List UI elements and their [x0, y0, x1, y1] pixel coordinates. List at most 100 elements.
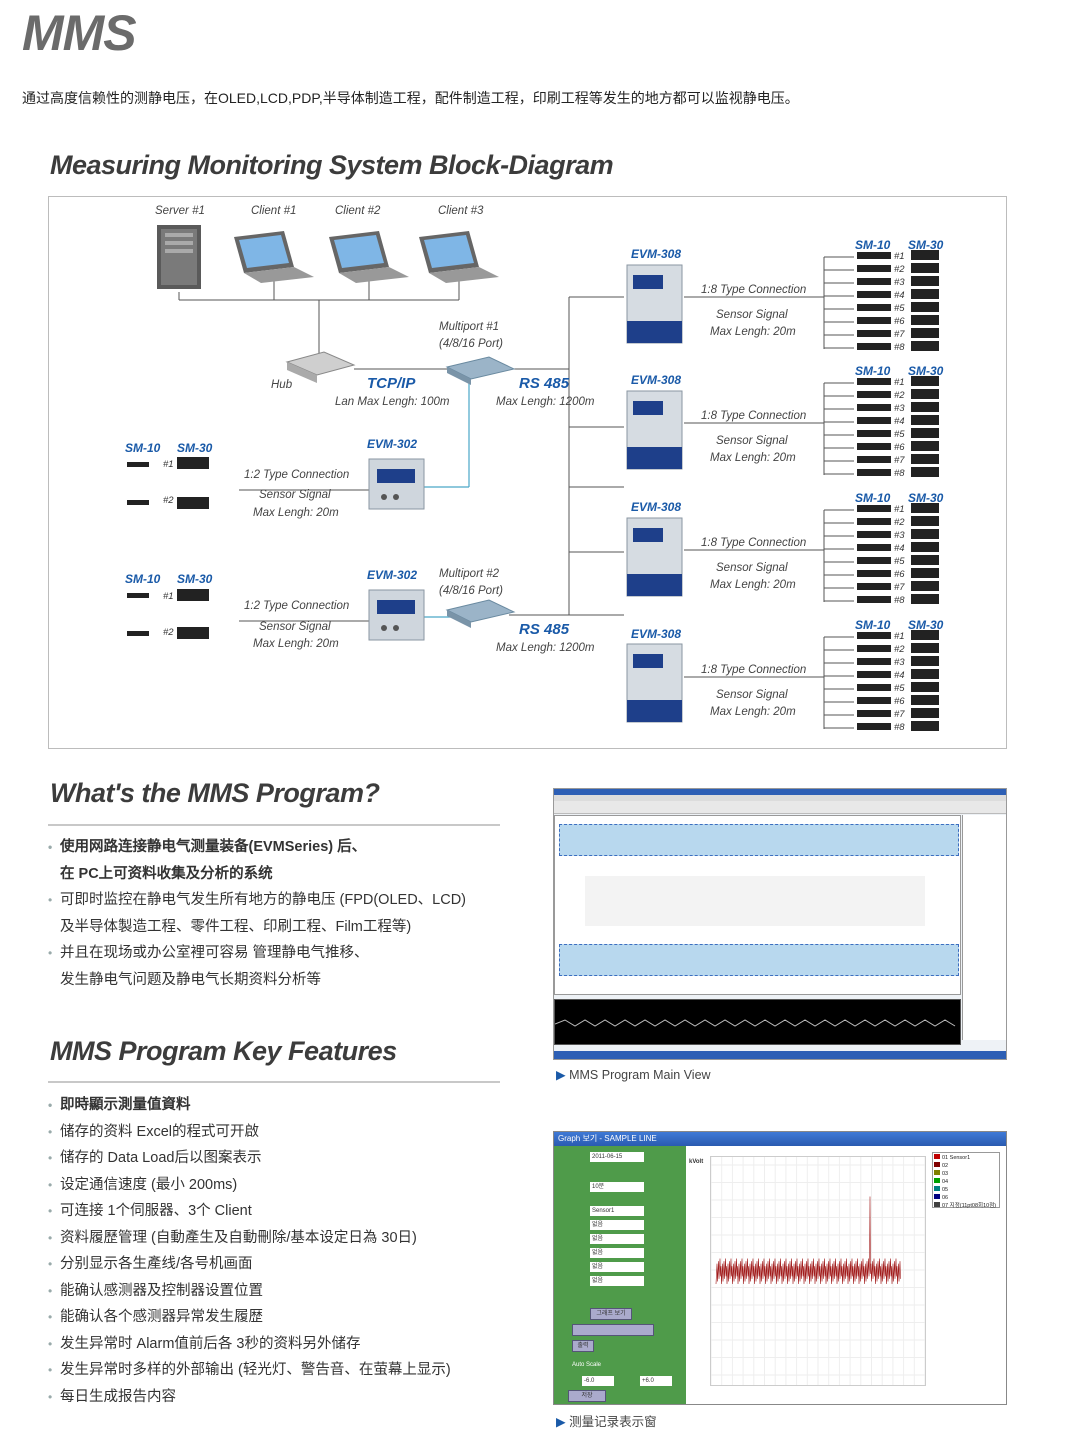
- legend-entry: 03: [934, 1170, 998, 1178]
- sm10-sensor-icon: [857, 596, 891, 603]
- sm30-sensor-icon: [911, 341, 939, 351]
- print-button[interactable]: 출력: [572, 1340, 594, 1352]
- port-label: #5: [894, 683, 905, 694]
- interval-field[interactable]: 10분: [590, 1182, 644, 1192]
- sensor-select-2[interactable]: 없음: [590, 1220, 644, 1230]
- port-label: #3: [894, 530, 905, 541]
- sensor-select-6[interactable]: 없음: [590, 1276, 644, 1286]
- sm30-label: SM-30: [908, 364, 944, 378]
- sm10-sensor-icon: [857, 404, 891, 411]
- sm30-label: SM-30: [177, 572, 213, 586]
- caption-main-view: ▶ MMS Program Main View: [556, 1068, 711, 1082]
- sm30-sensor-icon: [911, 669, 939, 679]
- program-list-item: •可即时监控在静电气发生所有地方的静电压 (FPD(OLED、LCD): [48, 892, 467, 908]
- port-label: #7: [894, 709, 905, 720]
- sensor-length-label: Max Lengh: 20m: [710, 452, 796, 464]
- feature-list-item: •每日生成报告内容: [48, 1388, 176, 1405]
- playback-controls[interactable]: [572, 1324, 654, 1336]
- server-icon: [157, 225, 201, 289]
- save-button[interactable]: 저장: [568, 1390, 606, 1402]
- sm30-sensor-icon: [911, 542, 939, 552]
- laptop-icon: [329, 231, 409, 283]
- program-list-item: •使用网路连接静电气测量装备(EVMSeries) 后、: [48, 839, 367, 855]
- sm30-sensor-icon: [911, 467, 939, 477]
- sm10-sensor-icon: [857, 583, 891, 590]
- sm30-sensor-icon: [911, 263, 939, 273]
- divider: [48, 824, 500, 826]
- port-label: #2: [894, 644, 905, 655]
- conn12-label: 1:2 Type Connection: [244, 469, 350, 481]
- sm30-sensor-icon: [911, 415, 939, 425]
- port-label: #5: [894, 429, 905, 440]
- lan-length-label: Lan Max Lengh: 100m: [335, 396, 450, 408]
- multiport2-label: Multiport #2: [439, 568, 500, 580]
- sm10-sensor-icon: [857, 544, 891, 551]
- evm308-label: EVM-308: [631, 247, 682, 261]
- sm10-sensor-icon: [857, 697, 891, 704]
- port-label: #1: [894, 377, 905, 388]
- laptop-icon: [234, 231, 314, 283]
- port-1-label: #1: [163, 591, 174, 602]
- sm10-sensor-icon: [857, 330, 891, 337]
- port-label: #3: [894, 403, 905, 414]
- date-field[interactable]: 2011-06-15: [590, 1152, 644, 1162]
- sm10-label: SM-10: [855, 618, 891, 632]
- sm10-sensor-icon: [857, 252, 891, 259]
- sm10-sensor-icon: [857, 443, 891, 450]
- sm30-sensor-icon: [911, 276, 939, 286]
- sm10-sensor-icon: [857, 291, 891, 298]
- sensor-length-label: Max Lengh: 20m: [710, 706, 796, 718]
- rs485-label: RS 485: [519, 375, 570, 392]
- hub-label: Hub: [271, 379, 293, 391]
- port-label: #3: [894, 277, 905, 288]
- sm10-sensor-icon: [857, 469, 891, 476]
- sm30-sensor-icon: [911, 568, 939, 578]
- evm302-label: EVM-302: [367, 437, 418, 451]
- sm30-sensor-icon: [911, 315, 939, 325]
- conn18-label: 1:8 Type Connection: [701, 410, 807, 422]
- sm30-sensor-icon: [911, 656, 939, 666]
- legend-entry: 04: [934, 1178, 998, 1186]
- sm30-sensor-icon: [911, 302, 939, 312]
- program-list-item: 在 PC上可资料收集及分析的系统: [60, 865, 273, 882]
- sm10-sensor-icon: [857, 570, 891, 577]
- evm302-label: EVM-302: [367, 568, 418, 582]
- feature-list-item: •分别显示各生產线/各号机画面: [48, 1256, 253, 1272]
- sensor-select-4[interactable]: 없음: [590, 1248, 644, 1258]
- auto-scale-checkbox[interactable]: Auto Scale: [572, 1362, 602, 1368]
- sm10-sensor-icon: [857, 557, 891, 564]
- sm30-sensor-icon: [911, 516, 939, 526]
- port-label: #4: [894, 670, 905, 681]
- program-list-item: 发生静电气问题及静电气长期资料分析等: [60, 971, 321, 988]
- sm10-sensor-icon: [857, 391, 891, 398]
- sensor-select-3[interactable]: 없음: [590, 1234, 644, 1244]
- feature-list-item: •资料履歷管理 (自動產生及自動刪除/基本设定日為 30日): [48, 1229, 417, 1246]
- port-label: #6: [894, 569, 905, 580]
- sm10-sensor-icon: [857, 456, 891, 463]
- feature-list-item: •发生异常时多样的外部输出 (轻光灯、警告音、在萤幕上显示): [48, 1362, 451, 1378]
- sm10-sensor-icon: [857, 505, 891, 512]
- port-label: #2: [894, 390, 905, 401]
- min-field[interactable]: -6.0: [582, 1376, 614, 1386]
- server-label: Server #1: [155, 205, 205, 217]
- program-list-item: 及半导体製造工程、零件工程、印刷工程、Film工程等): [60, 918, 412, 935]
- laptop-icon: [419, 231, 499, 283]
- evm-308-device-icon: [626, 517, 683, 597]
- max-field[interactable]: +6.0: [640, 1376, 672, 1386]
- sensor-signal-label: Sensor Signal: [716, 435, 788, 447]
- sm30-sensor-icon: [911, 503, 939, 513]
- sm10-label: SM-10: [125, 572, 161, 586]
- evm-302-device-icon: [368, 589, 425, 641]
- graph-view-button[interactable]: 그래프 보기: [590, 1308, 632, 1320]
- feature-list-item: •可连接 1个伺服器、3个 Client: [48, 1203, 252, 1219]
- sensor-select-5[interactable]: 없음: [590, 1262, 644, 1272]
- port-label: #1: [894, 631, 905, 642]
- sm30-sensor-icon: [911, 695, 939, 705]
- sm10-label: SM-10: [855, 364, 891, 378]
- page-title: MMS: [22, 5, 137, 61]
- graph-svg: [710, 1157, 926, 1385]
- sm30-sensor-icon: [911, 643, 939, 653]
- sensor-select-1[interactable]: Sensor1: [590, 1206, 644, 1216]
- port-2-label: #2: [163, 627, 174, 638]
